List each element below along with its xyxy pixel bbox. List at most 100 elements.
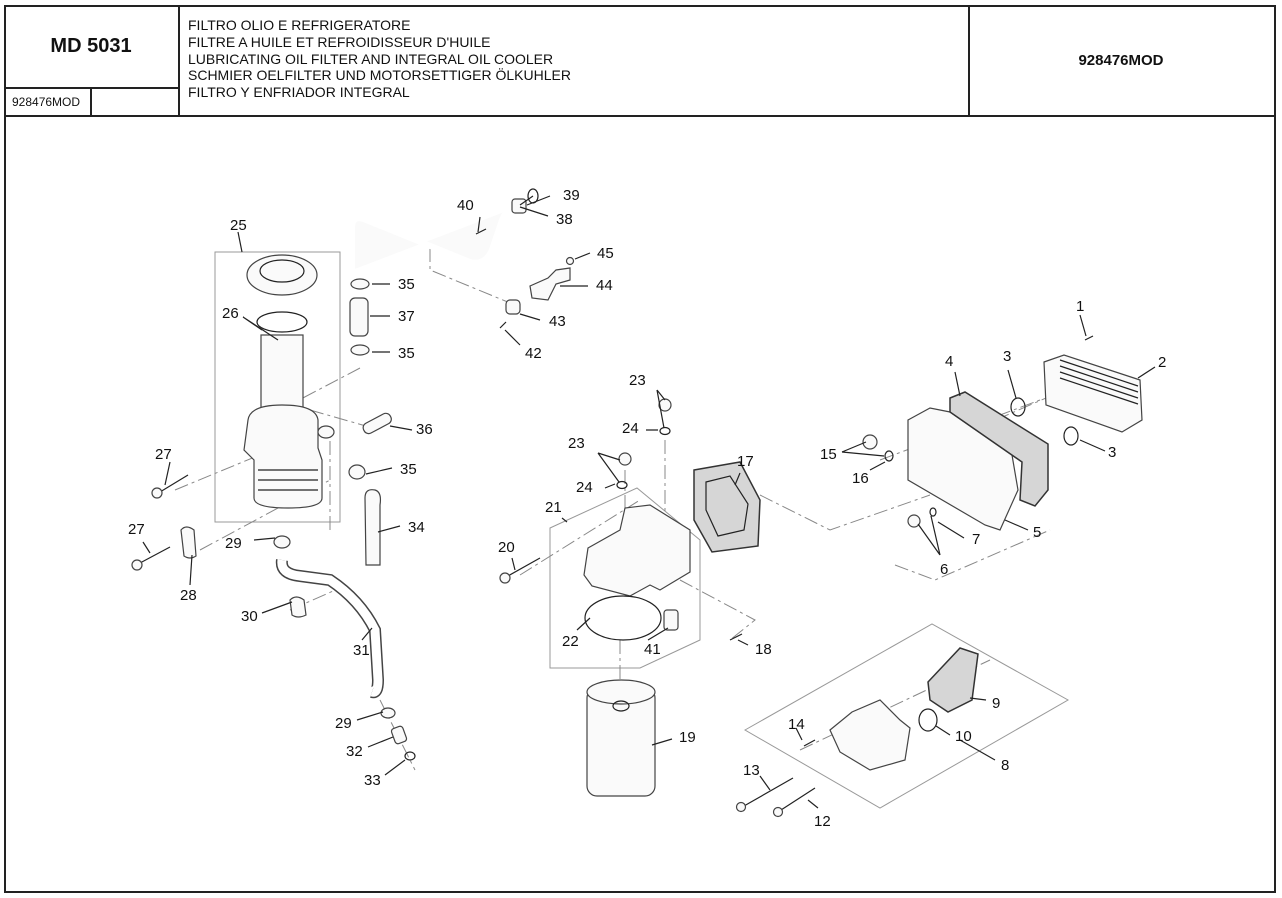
gasket-4 [949,391,1049,507]
hose-38-inner [349,202,521,270]
callout-29-lower[interactable]: 29 [335,715,352,732]
callout-19[interactable]: 19 [679,729,696,746]
callout-3-upper[interactable]: 3 [1003,348,1011,365]
drawing-ref-left: 928476MOD [4,89,92,115]
callout-42[interactable]: 42 [525,345,542,362]
callout-28[interactable]: 28 [180,587,197,604]
callout-35-lower[interactable]: 35 [398,345,415,362]
filter-head-21 [583,504,691,597]
oil-filter-top [586,679,656,705]
callout-4[interactable]: 4 [945,353,953,370]
callout-24-upper[interactable]: 24 [622,420,639,437]
gasket-17 [693,461,761,553]
callout-13[interactable]: 13 [743,762,760,779]
callout-25[interactable]: 25 [230,217,247,234]
callout-27-upper[interactable]: 27 [155,446,172,463]
washer-16 [884,450,894,462]
callout-23-upper[interactable]: 23 [629,372,646,389]
group-box-21 [549,487,701,669]
title-it: FILTRO OLIO E REFRIGERATORE [188,17,411,33]
damper-43 [505,299,521,315]
clamp-35-upper [350,278,370,290]
cooler-housing-5 [907,407,1019,531]
bolt-20 [507,557,541,577]
callout-18[interactable]: 18 [755,641,772,658]
bolt-14 [803,739,816,747]
nut-45 [565,256,575,266]
callout-7[interactable]: 7 [972,531,980,548]
callout-30[interactable]: 30 [241,608,258,625]
callout-2[interactable]: 2 [1158,354,1166,371]
fitting-32 [390,725,408,745]
washer-7 [929,507,937,517]
bolt-27-upper [159,474,189,493]
title-es: FILTRO Y ENFRIADOR INTEGRAL [188,84,410,101]
callout-9[interactable]: 9 [992,695,1000,712]
callout-37[interactable]: 37 [398,308,415,325]
callout-27-lower[interactable]: 27 [128,521,145,538]
hose-37 [349,297,369,337]
callout-43[interactable]: 43 [549,313,566,330]
callout-16[interactable]: 16 [852,470,869,487]
plug-6 [907,514,921,528]
o-ring-10 [918,708,938,732]
clip-30 [289,596,307,618]
callout-3-lower[interactable]: 3 [1108,444,1116,461]
screw-1 [1084,335,1094,341]
callout-36[interactable]: 36 [416,421,433,438]
callout-1[interactable]: 1 [1076,298,1084,315]
bolt-42 [499,321,507,329]
callout-14[interactable]: 14 [788,716,805,733]
centerline [619,579,756,690]
washer-24-lower [616,480,628,490]
callout-34[interactable]: 34 [408,519,425,536]
bolt-27-lower-head [131,559,143,571]
callout-29-upper[interactable]: 29 [225,535,242,552]
callout-35-upper[interactable]: 35 [398,276,415,293]
group-box-8 [743,623,1070,809]
filter-housing-body [243,404,323,509]
model-code: MD 5031 [4,5,180,89]
oil-cooler-2 [1043,354,1143,433]
gasket-17-inner [705,475,749,537]
leader-lines [142,195,1156,809]
callout-38[interactable]: 38 [556,211,573,228]
callout-32[interactable]: 32 [346,743,363,760]
plug-15 [862,434,878,450]
callout-44[interactable]: 44 [596,277,613,294]
callout-10[interactable]: 10 [955,728,972,745]
callout-17[interactable]: 17 [737,453,754,470]
callout-26[interactable]: 26 [222,305,239,322]
o-ring-3-lower [1063,426,1079,446]
callout-45[interactable]: 45 [597,245,614,262]
bolt-40 [475,228,487,235]
callout-23-lower[interactable]: 23 [568,435,585,452]
callout-12[interactable]: 12 [814,813,831,830]
centerline [759,494,1051,581]
callout-6[interactable]: 6 [940,561,948,578]
callout-33[interactable]: 33 [364,772,381,789]
bracket-44 [529,267,571,301]
callout-15[interactable]: 15 [820,446,837,463]
plug-23-upper [658,398,672,412]
o-ring-3-upper [1010,397,1026,417]
filter-cap-emblem [259,259,305,283]
callout-40[interactable]: 40 [457,197,474,214]
callout-24-lower[interactable]: 24 [576,479,593,496]
callout-22[interactable]: 22 [562,633,579,650]
callout-5[interactable]: 5 [1033,524,1041,541]
callout-39[interactable]: 39 [563,187,580,204]
gasket-9 [927,647,979,713]
title-en: LUBRICATING OIL FILTER AND INTEGRAL OIL … [188,50,554,67]
title-block: MD 5031 928476MOD FILTRO OLIO E REFRIGER… [4,5,1276,117]
callout-8[interactable]: 8 [1001,757,1009,774]
callout-31[interactable]: 31 [353,642,370,659]
callout-35-side[interactable]: 35 [400,461,417,478]
oil-filter-center [612,700,630,712]
o-ring-26 [256,311,308,333]
callout-21[interactable]: 21 [545,499,562,516]
callout-20[interactable]: 20 [498,539,515,556]
title-fr: FILTRE A HUILE ET REFROIDISSEUR D'HUILE [188,33,491,50]
valve-41 [663,609,679,631]
callout-41[interactable]: 41 [644,641,661,658]
